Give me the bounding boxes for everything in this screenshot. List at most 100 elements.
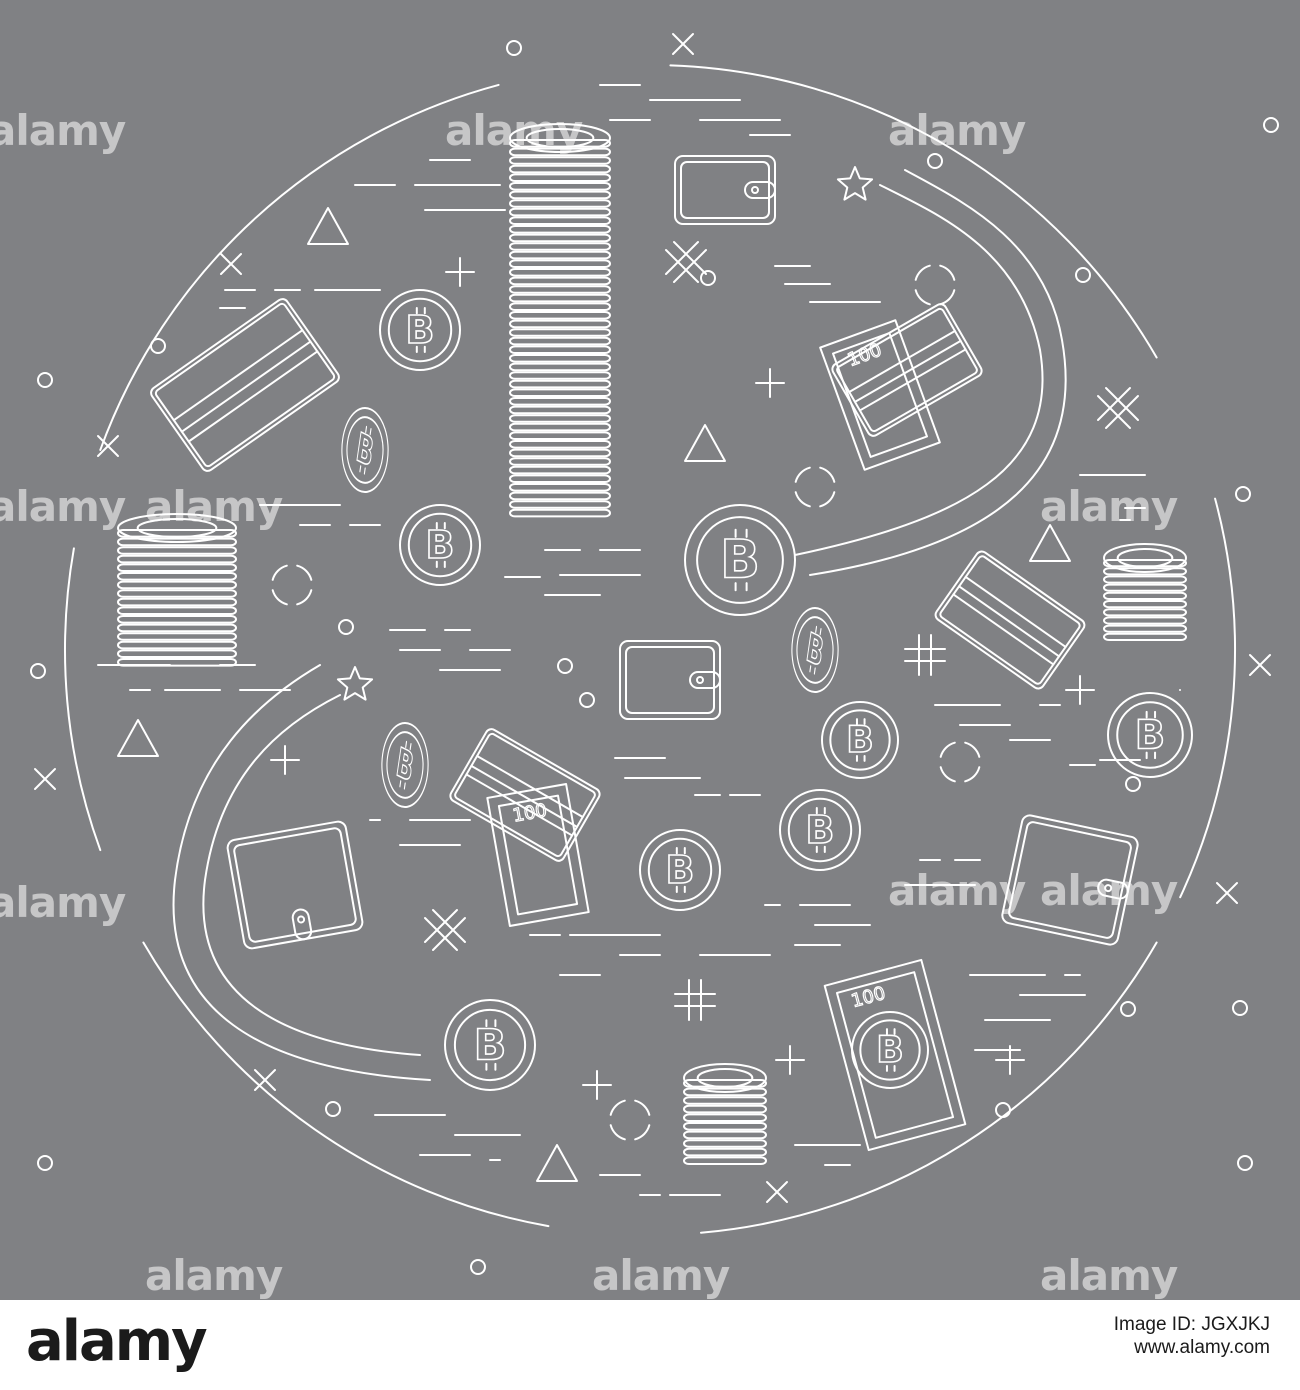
wallet-icon [674,155,776,225]
wallet-icon [226,820,364,950]
image-id-block: Image ID: JGXJKJ www.alamy.com [1040,1314,1270,1360]
watermark: alamy [888,866,1026,915]
triangle-icon [684,424,726,462]
circle-icon [338,619,354,635]
svg-text:B: B [846,719,874,761]
watermark: alamy [592,1251,730,1300]
hash-icon [665,241,707,283]
triangle-icon [307,207,349,245]
cross-icon [220,253,242,275]
circle-icon [506,40,522,56]
hash-icon [424,909,466,951]
plus-icon [755,368,785,398]
star-icon [836,166,874,201]
circle-icon [1232,1000,1248,1016]
outer-ring-arc [64,547,102,852]
banknote-icon: 100 [486,783,590,927]
svg-text:B: B [876,1029,904,1071]
triangle-icon [117,719,159,757]
outer-ring-arc [99,83,500,451]
svg-text:B: B [406,308,435,352]
cross-icon [766,1181,788,1203]
bitcoin-coin-icon: B [444,999,536,1091]
coin-stack-icon [117,513,237,667]
bitcoin-coin-icon: B [341,407,389,493]
alamy-logo: alamy [26,1309,208,1374]
svg-text:B: B [666,848,695,892]
svg-text:100: 100 [845,340,884,371]
watermark: alamy [0,878,126,927]
circle-icon [939,741,981,783]
outer-ring-arc [142,941,550,1228]
coin-stack-icon [1103,543,1187,641]
circle-icon [37,1155,53,1171]
svg-text:B: B [806,808,835,852]
bitcoin-coin-icon: B [779,789,861,871]
bitcoin-coin-icon: B [399,504,481,586]
credit-card-icon [934,550,1086,690]
hash-icon [1097,387,1139,429]
plus-icon [270,745,300,775]
cross-icon [254,1069,276,1091]
hash-icon [904,634,946,676]
circle-icon [30,663,46,679]
cross-icon [34,768,56,790]
svg-text:B: B [474,1020,507,1070]
circle-icon [325,1101,341,1117]
circle-icon [557,658,573,674]
svg-text:B: B [426,523,455,567]
circle-icon [914,264,956,306]
watermark: alamy [445,106,583,155]
watermark: alamy [145,1251,283,1300]
cross-icon [97,435,119,457]
circle-icon [150,338,166,354]
circle-icon [37,372,53,388]
coin-stack-icon [509,123,611,518]
swoosh-line [809,169,1067,576]
circle-icon [579,692,595,708]
watermark: alamy [1040,1251,1178,1300]
svg-text:B: B [720,531,760,591]
speed-lines [97,84,1146,1196]
outer-ring-arc [699,941,1158,1234]
watermark: alamy [0,482,126,531]
site-url-text: www.alamy.com [1134,1336,1270,1358]
coin-stack-icon [683,1063,767,1166]
triangle-icon [536,1144,578,1182]
watermark: alamy [888,106,1026,155]
bitcoin-coin-icon: B [1107,692,1193,778]
plus-icon [445,257,475,287]
svg-text:B: B [1135,712,1165,758]
wallet-icon [1001,814,1139,946]
swoosh-line [202,694,421,1056]
watermark: alamy [1040,866,1178,915]
bitcoin-coin-icon: B [851,1011,929,1089]
bitcoin-coin-icon: B [381,722,429,808]
outer-ring-arc [1179,497,1236,899]
stock-footer: alamy Image ID: JGXJKJ www.alamy.com [0,1300,1300,1390]
circle-icon [271,564,313,606]
circle-icon [609,1099,651,1141]
circle-icon [927,153,943,169]
cross-icon [672,33,694,55]
wallet-icon [619,640,721,720]
cross-icon [1249,654,1271,676]
credit-card-icon [449,728,601,862]
outer-ring-arc [669,64,1158,359]
plus-icon [582,1070,612,1100]
watermark: alamy [145,482,283,531]
bitcoin-coin-icon: B [639,829,721,911]
bitcoin-coin-icon: B [684,504,796,616]
circle-icon [1237,1155,1253,1171]
hash-icon [674,979,716,1021]
svg-text:100: 100 [511,800,548,827]
image-id-text: Image ID: JGXJKJ [1113,1314,1270,1335]
circle-icon [1125,776,1141,792]
bitcoin-coin-icon: B [379,289,461,371]
credit-card-icon [150,298,340,472]
cross-icon [1216,882,1238,904]
circle-icon [1075,267,1091,283]
plus-icon [775,1045,805,1075]
circle-icon [794,466,836,508]
